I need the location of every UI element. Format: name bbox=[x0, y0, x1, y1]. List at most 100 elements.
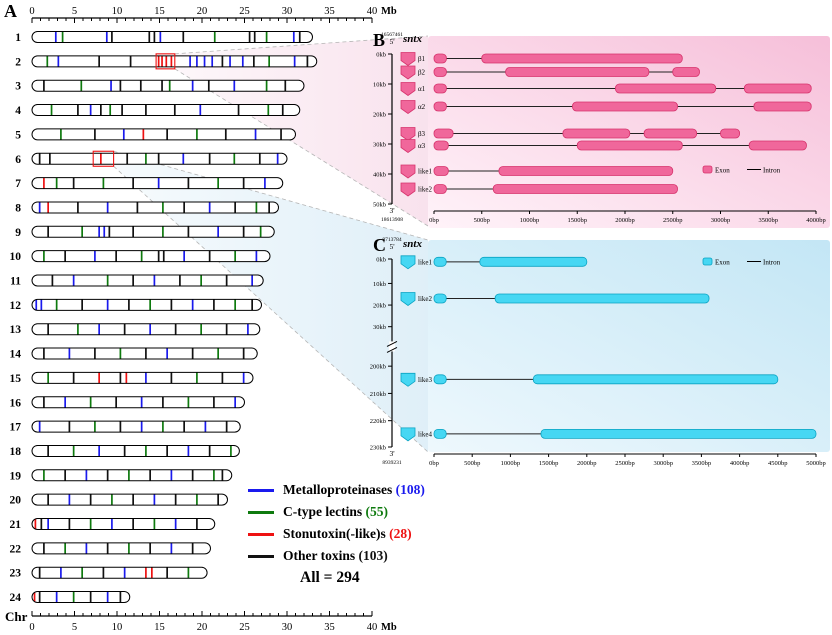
exon-β3 bbox=[720, 128, 741, 139]
chromosome-12-outline bbox=[31, 298, 262, 311]
ruler-tick-label: 35 bbox=[324, 6, 335, 17]
chromosome-18-bands bbox=[32, 445, 240, 457]
exon-β2 bbox=[672, 67, 700, 77]
axis-break-mark bbox=[386, 340, 398, 347]
exon-β1 bbox=[433, 53, 447, 64]
bp-tick-label: 2000bp bbox=[615, 217, 635, 224]
chromosome-15-outline bbox=[31, 371, 254, 384]
gene-name-label: like1 bbox=[418, 258, 432, 266]
chromosome-23-outline bbox=[31, 566, 208, 579]
bp-tick-label: 1500bp bbox=[539, 460, 559, 467]
bp-tick-label: 0bp bbox=[429, 460, 439, 467]
chromosome-23-bands bbox=[32, 567, 208, 579]
chromosome-number: 8 bbox=[15, 202, 21, 214]
bp-tick-label: 4000bp bbox=[806, 217, 826, 224]
chromosome-14-outline bbox=[31, 347, 258, 360]
chromosome-number: 7 bbox=[15, 178, 21, 190]
exon-like2 bbox=[494, 293, 710, 304]
chromosome-4-bands bbox=[32, 104, 300, 116]
legend-item-1: C-type lectins (55) bbox=[248, 501, 425, 523]
chromosome-number: 23 bbox=[10, 568, 22, 580]
connector-chr6-to-panel-c-dash-bottom bbox=[113, 165, 429, 453]
five-prime-label: 5' bbox=[389, 242, 395, 251]
exon-α2 bbox=[433, 101, 447, 112]
chromosome-13-outline bbox=[31, 323, 261, 336]
chromosome-3-outline bbox=[31, 79, 305, 92]
exon-α1 bbox=[433, 83, 447, 94]
gene-arrow-α2 bbox=[400, 100, 416, 114]
chromosome-body bbox=[32, 299, 262, 311]
chromosome-number: 14 bbox=[10, 349, 22, 361]
kb-tick-label: 20kb bbox=[373, 112, 386, 119]
legend-exon-label: Exon bbox=[715, 167, 730, 175]
coordinate-bottom: 8939231 bbox=[382, 460, 402, 466]
chromosome-number: 21 bbox=[10, 519, 22, 531]
chromosome-body bbox=[32, 80, 304, 92]
toxin-legend: Metalloproteinases (108)C-type lectins (… bbox=[248, 479, 425, 567]
chromosome-8-outline bbox=[31, 201, 279, 214]
coordinate-top: 8713784 bbox=[382, 237, 402, 243]
chromosome-body bbox=[32, 518, 215, 530]
exon-like2 bbox=[433, 293, 447, 304]
legend-exon-swatch bbox=[702, 257, 713, 266]
bp-tick-label: 4000bp bbox=[730, 460, 750, 467]
chromosome-body bbox=[32, 542, 211, 554]
kb-tick-label: 50kb bbox=[373, 202, 386, 209]
gene-arrow-like2 bbox=[400, 292, 416, 306]
gene-name-label: like2 bbox=[418, 295, 432, 303]
ruler-tick-label: 30 bbox=[282, 6, 293, 17]
legend-item-label: Metalloproteinases bbox=[283, 482, 396, 497]
bp-tick-label: 1000bp bbox=[501, 460, 521, 467]
ruler-unit-label: Mb bbox=[381, 622, 397, 633]
chromosome-19-outline bbox=[31, 469, 233, 482]
chromosome-11-bands bbox=[32, 275, 264, 286]
gene-name-label: α3 bbox=[418, 142, 426, 150]
chromosome-number: 19 bbox=[10, 470, 22, 482]
gene-name-label: α2 bbox=[418, 103, 426, 111]
exon-like1 bbox=[433, 256, 447, 267]
chromosome-body bbox=[32, 469, 232, 481]
gene-name-label: like3 bbox=[418, 376, 432, 384]
plot-background bbox=[428, 240, 830, 452]
chromosome-number: 4 bbox=[15, 105, 21, 117]
bp-tick-label: 500bp bbox=[474, 217, 490, 224]
chromosome-body bbox=[32, 153, 287, 165]
gene-arrow-like1 bbox=[400, 255, 416, 270]
legend-item-2: Stonutoxin(-like)s (28) bbox=[248, 523, 425, 545]
exon-like3 bbox=[532, 374, 779, 385]
chromosome-number: 13 bbox=[10, 324, 22, 336]
chromosome-body bbox=[32, 494, 228, 506]
gene-name-label: β1 bbox=[418, 55, 426, 63]
exon-like4 bbox=[433, 428, 447, 439]
legend-color-line bbox=[248, 510, 274, 514]
ruler-unit-label: Mb bbox=[381, 6, 397, 17]
chromosome-number: 22 bbox=[10, 543, 22, 555]
kb-tick-label: 40kb bbox=[373, 172, 386, 179]
chromosome-10-outline bbox=[31, 250, 271, 263]
chromosome-21-bands bbox=[32, 518, 215, 530]
legend-item-0: Metalloproteinases (108) bbox=[248, 479, 425, 501]
chromosome-body bbox=[32, 177, 283, 189]
highlight-box-chr2 bbox=[155, 53, 176, 70]
chromosome-12-bands bbox=[32, 299, 262, 311]
chromosome-18-outline bbox=[31, 444, 240, 457]
legend-intron-label: Intron bbox=[763, 259, 781, 267]
chromosome-1-bands bbox=[32, 31, 313, 43]
exon-like4 bbox=[540, 428, 817, 439]
ruler-tick-label: 20 bbox=[197, 6, 208, 17]
chromosome-body bbox=[32, 591, 130, 603]
bp-tick-label: 1000bp bbox=[520, 217, 540, 224]
gene-arrow-α1 bbox=[400, 82, 416, 96]
ruler-tick-label: 15 bbox=[154, 622, 165, 633]
legend-total: All = 294 bbox=[300, 569, 360, 586]
chr-axis-label: Chr bbox=[5, 609, 28, 624]
chromosome-21-outline bbox=[31, 518, 216, 530]
chromosome-9-outline bbox=[31, 225, 275, 238]
chromosome-body bbox=[32, 421, 241, 433]
chromosome-number: 2 bbox=[15, 56, 21, 68]
exon-β2 bbox=[505, 67, 650, 77]
chromosome-24-outline bbox=[31, 591, 131, 604]
legend-color-line bbox=[248, 532, 274, 536]
